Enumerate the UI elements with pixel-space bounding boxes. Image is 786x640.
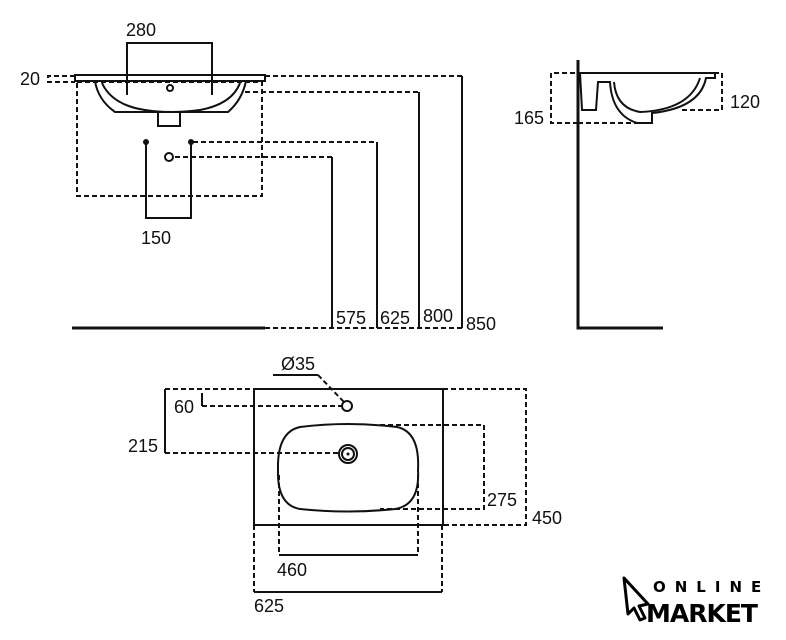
dim-625-extensions: [253, 525, 443, 592]
dim-60-label: 60: [174, 397, 194, 417]
dim-275-bracket: [380, 424, 485, 510]
vanity-outline: [76, 81, 263, 197]
drain-center: [346, 452, 350, 456]
dim-20-bracket: [47, 75, 75, 83]
dim-20-label: 20: [20, 69, 40, 89]
basin-top-outline: [253, 388, 444, 526]
drain-inner: [341, 447, 355, 461]
dim-450-bracket: [443, 388, 527, 526]
supply-hole: [164, 152, 174, 162]
basin-bowl-inner: [101, 82, 241, 113]
online-market-logo: ONLINE MARKET: [622, 576, 770, 628]
dim-165-label: 165: [514, 108, 544, 128]
dim-tap-hole-diameter-label: Ø35: [281, 354, 315, 374]
dim-575-label: 575: [336, 308, 366, 328]
cursor-arrow-icon: [622, 576, 650, 622]
dim-850-label: 850: [466, 314, 496, 334]
dim-280-label: 280: [126, 20, 156, 40]
dim-215-label: 215: [128, 436, 158, 456]
dim-450-label: 450: [532, 508, 562, 528]
basin-side-bowl: [613, 77, 701, 114]
tap-hole: [341, 400, 353, 412]
front-view: 280 20 150 575 625 800 850: [20, 20, 496, 334]
dim-460-extensions: [278, 475, 419, 555]
dim-150-bracket: [145, 142, 192, 219]
dim-280-bracket: [126, 42, 213, 95]
logo-line2: MARKET: [646, 599, 758, 628]
dim-120-label: 120: [730, 92, 760, 112]
top-view: Ø35 60 215 275 450 460 625: [128, 354, 562, 616]
logo-line1: ONLINE: [653, 578, 770, 596]
basin-rim: [74, 74, 266, 82]
basin-waste: [157, 111, 181, 127]
basin-side-section: [578, 72, 716, 124]
dim-800-label: 800: [423, 306, 453, 326]
wall-floor-line: [576, 60, 663, 330]
overflow-hole: [166, 84, 174, 92]
dim-150-label: 150: [141, 228, 171, 248]
dim-625-width-label: 625: [254, 596, 284, 616]
bowl-outline: [276, 423, 420, 513]
dim-625-label: 625: [380, 308, 410, 328]
dim-460-label: 460: [277, 560, 307, 580]
side-view: 165 120: [514, 60, 760, 330]
dim-275-label: 275: [487, 490, 517, 510]
drain-outer: [338, 444, 358, 464]
